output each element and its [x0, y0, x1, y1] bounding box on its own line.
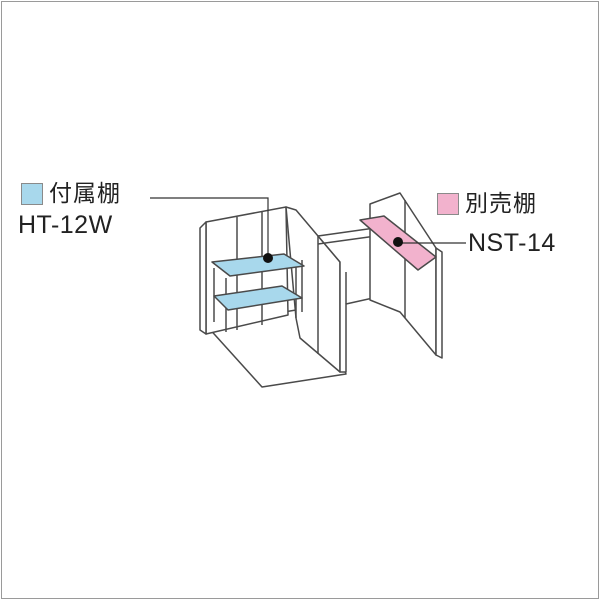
- included-shelf-label: 付属棚: [49, 181, 121, 207]
- upper-shelf-board: [211, 253, 305, 277]
- included-shelf-ht-12w: [211, 253, 305, 332]
- right-end-wall: [435, 247, 443, 359]
- included-leader-dot: [263, 253, 273, 263]
- lower-shelf-board: [213, 285, 303, 311]
- leader-lines: [150, 197, 466, 258]
- optional-color-swatch: [437, 193, 459, 215]
- optional-shelf-model: NST-14: [468, 229, 556, 257]
- door-lintel: [317, 235, 377, 245]
- optional-shelf-legend: 別売棚: [437, 192, 537, 216]
- optional-leader-dot: [393, 237, 403, 247]
- included-color-swatch: [21, 183, 43, 205]
- included-leader-line: [150, 197, 269, 258]
- left-end-wall: [199, 221, 207, 335]
- included-shelf-model: HT-12W: [18, 211, 113, 239]
- included-shelf-legend: 付属棚: [21, 182, 121, 206]
- optional-shelf-label: 別売棚: [465, 191, 537, 217]
